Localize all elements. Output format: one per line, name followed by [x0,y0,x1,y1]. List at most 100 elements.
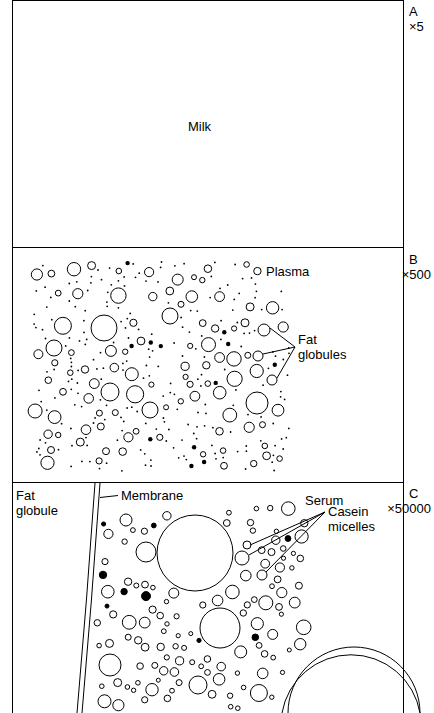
plasma-particle [107,291,109,293]
plasma-particle [125,327,127,329]
plasma-particle [117,439,119,441]
plasma-particle [94,417,96,419]
plasma-particle [104,419,106,421]
plasma-particle [287,374,289,376]
casein-micelle [257,570,267,580]
plasma-particle [148,348,150,350]
plasma-particle [90,282,92,284]
casein-micelle [151,523,156,528]
plasma-particle [224,369,226,371]
plasma-particle [272,423,274,425]
casein-micelle [94,620,100,626]
fat-globule [192,275,197,280]
casein-micelle [164,695,171,702]
plasma-particle [185,459,187,461]
plasma-particle [123,276,125,278]
casein-micelle [182,645,187,650]
fat-globule [145,268,154,277]
casein-micelle [137,663,144,670]
fat-globule [76,438,84,446]
fat-globule [52,360,58,366]
plasma-particle [261,309,263,311]
plasma-particle [36,451,38,453]
plasma-particle [271,461,273,463]
fat-globule [266,302,278,314]
plasma-particle [61,423,63,425]
casein-micelle [151,585,156,590]
fat-globule [244,262,250,268]
casein-micelle [170,688,175,693]
casein-micelle [165,622,169,626]
plasma-particle [96,368,98,370]
casein-micelle [250,685,267,702]
plasma-particle [178,457,180,459]
plasma-particle [68,283,70,285]
casein-micelle [152,662,158,668]
casein-micelle [290,566,294,570]
fat-globule [221,462,228,469]
plasma-particle [255,283,257,285]
plasma-particle [120,417,122,419]
fat-globule [272,404,284,416]
plasma-particle [149,340,153,344]
plasma-particle [122,363,124,365]
plasma-particle [126,360,128,362]
casein-micelle [105,604,109,608]
fat-globule [28,404,42,418]
plasma-particle [246,450,248,452]
plasma-particle [103,367,105,369]
fat-globule [203,362,210,369]
fat-globule [188,343,193,348]
plasma-particle [81,461,83,463]
fat-globule [44,430,52,438]
casein-micelle [174,614,179,619]
plasma-particle [148,437,152,441]
plasma-particle [151,333,153,335]
fat-globule [111,288,126,303]
plasma-particle [118,307,120,309]
plasma-particle [282,359,284,361]
casein-micelle [189,676,207,694]
plasma-particle [176,408,178,410]
casein-micelle [122,615,136,629]
plasma-particle [197,412,199,414]
plasma-particle [204,356,206,358]
fat-globule [48,411,61,424]
casein-micelle [169,588,179,598]
plasma-particle [54,397,56,399]
fat-globule [245,352,251,358]
casein-micelle [280,546,286,552]
fat-globule [267,375,277,385]
plasma-particle [86,339,88,341]
plasma-particle [145,464,147,466]
casein-micelle [100,684,105,689]
fat-globule [68,370,74,376]
fat-globule [190,391,200,401]
casein-micelle [113,700,124,711]
plasma-particle [120,321,122,323]
plasma-particle [46,371,48,373]
plasma-particle [121,430,123,432]
plasma-particle [211,445,213,447]
casein-micelle [141,528,147,534]
casein-micelle [200,608,240,648]
plasma-particle [33,323,35,325]
plasma-particle [44,286,46,288]
plasma-particle [74,404,76,406]
plasma-particle [219,288,221,290]
casein-micelle [102,522,106,526]
casein-micelle [176,634,180,638]
casein-micelle [156,678,160,682]
fat-globule [157,434,163,440]
fat-globule [258,324,270,336]
fat-globule [204,265,212,273]
part-label: Casein micelles [328,504,390,534]
plasma-particle [100,378,102,380]
plasma-particle [196,310,198,312]
plasma-particle [123,421,125,423]
plasma-particle [260,440,262,442]
fat-globule [186,291,198,303]
plasma-particle [58,449,60,451]
casein-micelle [261,559,270,568]
casein-micelle [134,583,139,588]
